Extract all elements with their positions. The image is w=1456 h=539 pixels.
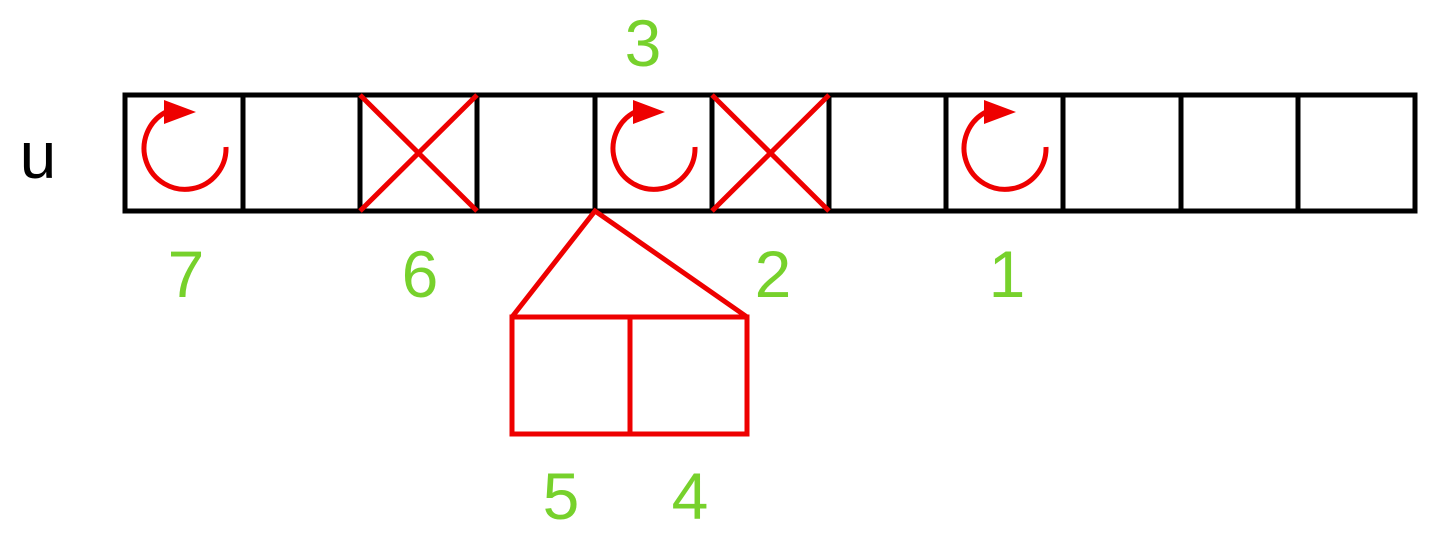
array-outline bbox=[122, 92, 1418, 214]
array-grid bbox=[122, 92, 1418, 214]
cycle-icon bbox=[141, 100, 229, 192]
step-label: 4 bbox=[672, 459, 709, 533]
step-label: 3 bbox=[625, 6, 662, 80]
array-name-label: u bbox=[20, 118, 57, 192]
step-label: 5 bbox=[543, 459, 580, 533]
cycle-icon bbox=[961, 100, 1049, 192]
step-label: 7 bbox=[168, 237, 205, 311]
step-label: 6 bbox=[402, 237, 439, 311]
cross-icon bbox=[710, 93, 831, 213]
cycle-icon bbox=[610, 100, 698, 192]
branch-roof bbox=[510, 207, 749, 320]
step-label: 1 bbox=[989, 237, 1026, 311]
step-label: 2 bbox=[755, 237, 792, 311]
branch-node bbox=[509, 207, 750, 437]
cross-icon bbox=[358, 93, 479, 213]
